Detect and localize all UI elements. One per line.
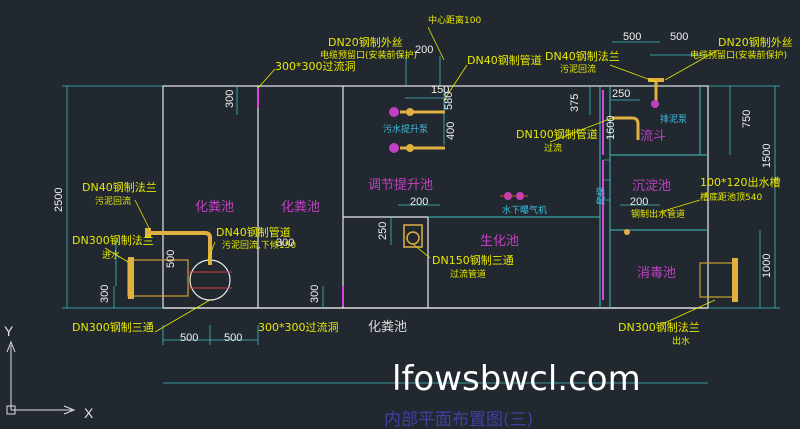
ann-dn300-out-1: DN300钢制法兰 <box>618 320 700 334</box>
axis-x-label: X <box>84 405 94 421</box>
dim-1600: 1600 <box>605 116 617 140</box>
ann-dn20-left-2: 电缆预留口(安装前保护) <box>320 49 417 61</box>
label-lift-pump: 污水提升泵 <box>383 123 428 135</box>
drawing-subtitle: 内部平面布置图(三) <box>384 410 533 429</box>
dim-300-v: 300 <box>276 237 294 249</box>
ann-dn300-in-2: 进水 <box>102 249 120 261</box>
tank-outline <box>162 85 709 309</box>
dim-2500: 2500 <box>53 188 65 212</box>
aerator <box>500 192 528 200</box>
ucs-axes <box>6 340 76 415</box>
outlet-pipe <box>699 258 738 302</box>
dimension-lines <box>62 41 780 384</box>
ann-slot-1: 100*120出水槽 <box>700 175 781 189</box>
room-disinfection: 消毒池 <box>637 266 676 281</box>
ann-dn300-in-1: DN300钢制法兰 <box>72 233 154 247</box>
room-biochem: 生化池 <box>480 234 519 249</box>
sludge-pipe-right <box>612 78 664 235</box>
ann-dn300-out-2: 出水 <box>672 335 690 347</box>
ann-dn40-pipe-1: DN40钢制管道 <box>216 225 291 239</box>
dim-150: 150 <box>431 84 449 96</box>
ann-hole-bottom: 300*300过流洞 <box>258 320 339 334</box>
dim-375: 375 <box>569 94 581 112</box>
ann-dn100-1: DN100钢制管道 <box>516 127 598 141</box>
dim-400: 400 <box>445 122 457 140</box>
overflow-holes <box>257 88 604 306</box>
overflow-tee <box>403 224 423 248</box>
watermark: lfowsbwcl.com <box>392 359 641 399</box>
ann-dn40-left-2: 污泥回流 <box>95 195 131 207</box>
room-sewage-2: 化粪池 <box>281 200 320 215</box>
room-flow-tank: 流斗 <box>640 129 666 144</box>
dim-300-c: 300 <box>309 285 321 303</box>
ann-slot-2: 槽底距池顶540 <box>700 191 762 203</box>
ann-center-interval: 中心距离100 <box>428 14 481 26</box>
dim-500-b: 500 <box>224 332 242 344</box>
dim-300-b: 300 <box>99 285 111 303</box>
dim-200-c: 200 <box>630 196 648 208</box>
ann-dn150-2: 过流管道 <box>450 268 486 280</box>
dim-200-b: 200 <box>410 196 428 208</box>
ann-dn40-pipe-2: 污泥回流,下倾150 <box>222 239 296 251</box>
dim-750: 750 <box>741 110 753 128</box>
axis-y-label: Y <box>4 323 14 339</box>
room-sewage-1: 化粪池 <box>195 200 234 215</box>
dim-300-a: 300 <box>224 90 236 108</box>
room-sedimentation: 沉淀池 <box>632 179 671 194</box>
label-ladder: 爬梯 <box>595 187 607 205</box>
ann-dn40-right-2: 污泥回流 <box>560 63 596 75</box>
dim-250-a: 250 <box>377 222 389 240</box>
ann-dn150-1: DN150钢制三通 <box>432 254 514 267</box>
room-regulating: 调节提升池 <box>368 177 433 193</box>
label-sludge-pump: 排泥泵 <box>660 113 687 125</box>
dim-250-b: 250 <box>612 88 630 100</box>
ann-hole-top: 300*300过流洞 <box>275 59 356 73</box>
ann-dn40-mid: DN40钢制管道 <box>467 53 542 67</box>
dim-1500: 1500 <box>761 144 773 168</box>
dim-1000: 1000 <box>761 254 773 278</box>
ann-outlet-pipe: 钢制出水管道 <box>631 208 685 220</box>
ann-dn20-right-1: DN20钢制外丝 <box>718 36 793 49</box>
dim-580: 580 <box>443 92 455 110</box>
ann-dn300-tee: DN300钢制三通 <box>72 321 154 334</box>
lift-pumps <box>389 107 445 153</box>
dim-200-a: 200 <box>415 44 433 56</box>
ann-dn40-left-1: DN40钢制法兰 <box>82 180 157 194</box>
room-sewage-3: 化粪池 <box>368 320 407 335</box>
label-aerator: 水下曝气机 <box>502 204 547 216</box>
ladder <box>603 159 610 201</box>
dim-500-c: 500 <box>623 31 641 43</box>
dim-500-a: 500 <box>180 332 198 344</box>
ann-dn20-left-1: DN20钢制外丝 <box>328 36 403 49</box>
ann-dn20-right-2: 电缆预留口(安装前保护) <box>690 49 787 61</box>
ann-dn100-2: 过流 <box>544 142 562 154</box>
dim-500-d: 500 <box>670 31 688 43</box>
ann-dn40-right-1: DN40钢制法兰 <box>545 49 620 63</box>
leader-lines <box>104 26 719 333</box>
dim-500-v: 500 <box>165 250 177 268</box>
